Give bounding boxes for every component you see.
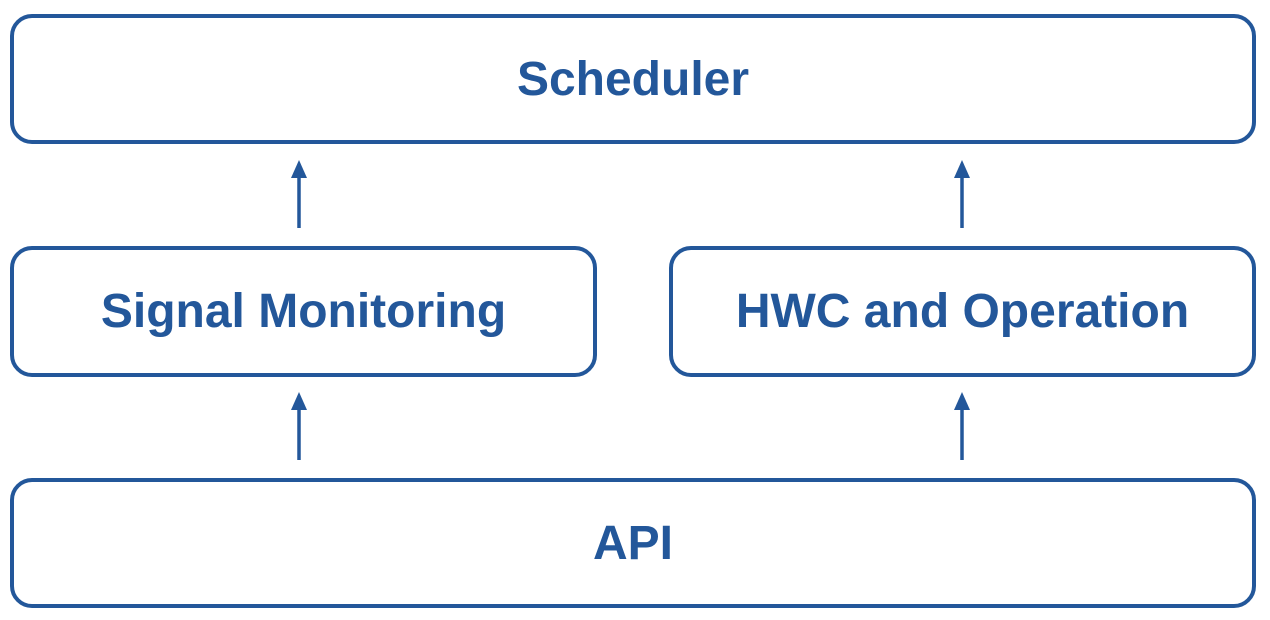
api-label: API: [592, 516, 673, 570]
arrow-up-icon: [951, 160, 973, 228]
arrow-up-icon: [288, 392, 310, 460]
signal-monitoring-label: Signal Monitoring: [100, 285, 507, 338]
scheduler-label: Scheduler: [516, 52, 750, 106]
scheduler-box: Scheduler: [10, 14, 1256, 144]
arrow-up-icon: [288, 160, 310, 228]
signal-monitoring-box: Signal Monitoring: [10, 246, 597, 377]
api-box: API: [10, 478, 1256, 608]
hwc-operation-box: HWC and Operation: [669, 246, 1256, 377]
arrow-up-icon: [951, 392, 973, 460]
hwc-operation-label: HWC and Operation: [735, 285, 1190, 338]
